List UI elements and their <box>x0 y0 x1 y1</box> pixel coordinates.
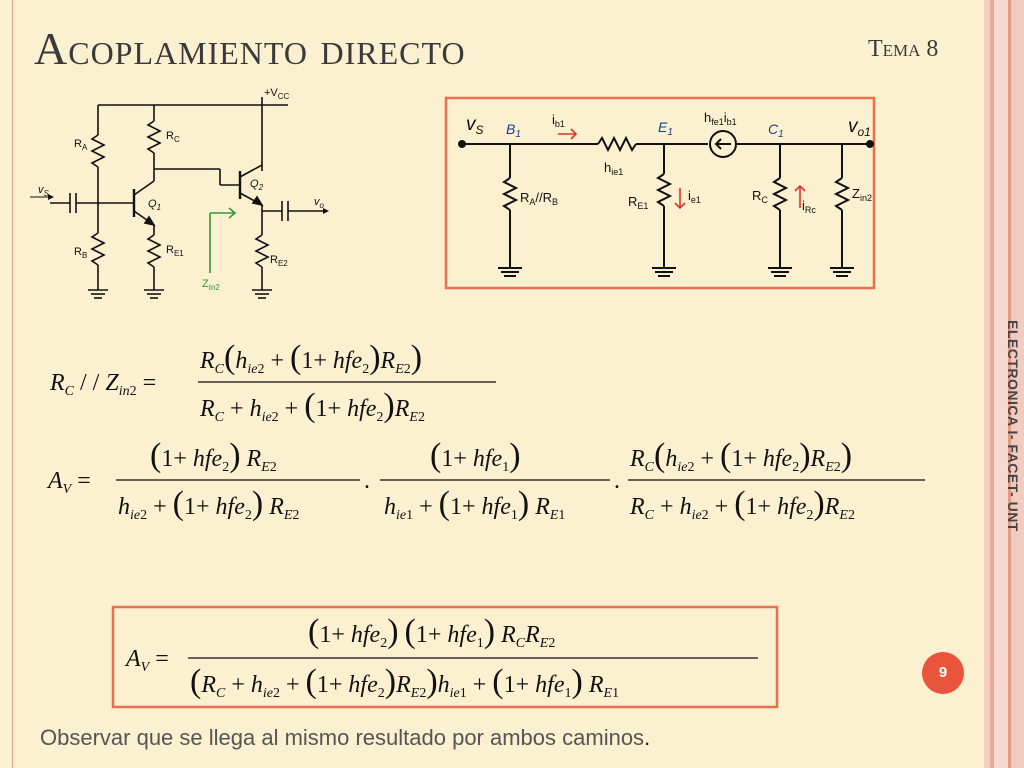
svg-text:(1+ hfe2) RE2: (1+ hfe2) RE2 <box>150 437 277 475</box>
vertical-course-label: ELECTRONICA I- FACET- UNT <box>1005 320 1021 532</box>
svg-text:RA: RA <box>74 138 88 152</box>
svg-text:RC / / Zin2 =: RC / / Zin2 = <box>49 370 156 399</box>
svg-text:RC: RC <box>166 130 180 144</box>
svg-text:ZIn2: ZIn2 <box>202 278 220 292</box>
svg-text:AV =: AV = <box>46 468 91 497</box>
topic-label: Tema 8 <box>868 36 939 62</box>
svg-text:RB: RB <box>74 246 87 260</box>
svg-text:RC: RC <box>752 188 768 205</box>
footer-note: Observar que se llega al mismo resultado… <box>40 725 650 751</box>
svg-text:(1+ hfe1): (1+ hfe1) <box>430 437 521 475</box>
svg-text:RC(hie2 + (1+ hfe2)RE2): RC(hie2 + (1+ hfe2)RE2) <box>199 339 422 377</box>
right-decorative-band <box>984 0 1024 768</box>
svg-text:hie1: hie1 <box>604 160 623 177</box>
svg-text:RE1: RE1 <box>166 244 184 258</box>
svg-text:RA//RB: RA//RB <box>520 190 558 207</box>
left-border-line <box>12 0 13 768</box>
svg-text:AV =: AV = <box>124 646 169 675</box>
equation-parallel-impedance: RC / / Zin2 = RC(hie2 + (1+ hfe2)RE2) RC… <box>49 339 496 425</box>
svg-text:vo: vo <box>314 196 325 210</box>
svg-text:(1+ hfe2) (1+ hfe1) RCRE2: (1+ hfe2) (1+ hfe1) RCRE2 <box>308 613 555 651</box>
svg-text:vS: vS <box>38 184 50 198</box>
svg-text:ie1: ie1 <box>688 188 701 205</box>
footer-note-text: Observar que se llega al mismo resultado… <box>40 725 645 750</box>
svg-text:hie2 + (1+ hfe2) RE2: hie2 + (1+ hfe2) RE2 <box>118 485 299 523</box>
svg-text:B1: B1 <box>506 121 521 140</box>
svg-text:.: . <box>364 468 370 494</box>
slide-title: Acoplamiento directo <box>34 23 466 74</box>
svg-text:E1: E1 <box>658 119 673 138</box>
svg-text:RE2: RE2 <box>270 254 288 268</box>
svg-text:.: . <box>614 468 620 494</box>
svg-text:Zin2: Zin2 <box>852 186 872 203</box>
svg-text:RC + hie2 + (1+ hfe2)RE2: RC + hie2 + (1+ hfe2)RE2 <box>199 387 425 425</box>
svg-text:hfe1ib1: hfe1ib1 <box>704 110 737 127</box>
svg-text:RE1: RE1 <box>628 194 648 211</box>
svg-text:(RC + hie2 + (1+ hfe2)RE2)hie1: (RC + hie2 + (1+ hfe2)RE2)hie1 + (1+ hfe… <box>190 663 619 701</box>
svg-text:RC + hie2 + (1+ hfe2)RE2: RC + hie2 + (1+ hfe2)RE2 <box>629 485 855 523</box>
svg-text:Q2: Q2 <box>250 178 264 192</box>
svg-text:iRc: iRc <box>802 198 816 215</box>
svg-text:hie1 + (1+ hfe1) RE1: hie1 + (1+ hfe1) RE1 <box>384 485 565 523</box>
svg-text:Q1: Q1 <box>148 198 161 212</box>
page-number-badge: 9 <box>922 652 964 694</box>
two-stage-amplifier-schematic: +VCC RA RC RB RE1 RE2 vS vo Q1 Q2 ZIn2 <box>30 87 329 299</box>
svg-text:vS: vS <box>466 114 484 137</box>
equation-final-voltage-gain: AV = (1+ hfe2) (1+ hfe1) RCRE2 (RC + hie… <box>111 605 779 709</box>
small-signal-equivalent-circuit: vS vo1 B1 E1 C1 ib1 hfe1ib1 hie1 RA//RB … <box>444 96 876 290</box>
svg-text:RC(hie2 + (1+ hfe2)RE2): RC(hie2 + (1+ hfe2)RE2) <box>629 437 852 475</box>
svg-text:+VCC: +VCC <box>264 87 290 101</box>
svg-text:vo1: vo1 <box>848 116 871 139</box>
equation-voltage-gain-product: AV = (1+ hfe2) RE2 hie2 + (1+ hfe2) RE2 … <box>46 437 925 523</box>
svg-text:ib1: ib1 <box>552 112 565 129</box>
footer-note-period: . <box>644 725 651 750</box>
svg-text:C1: C1 <box>768 121 784 140</box>
